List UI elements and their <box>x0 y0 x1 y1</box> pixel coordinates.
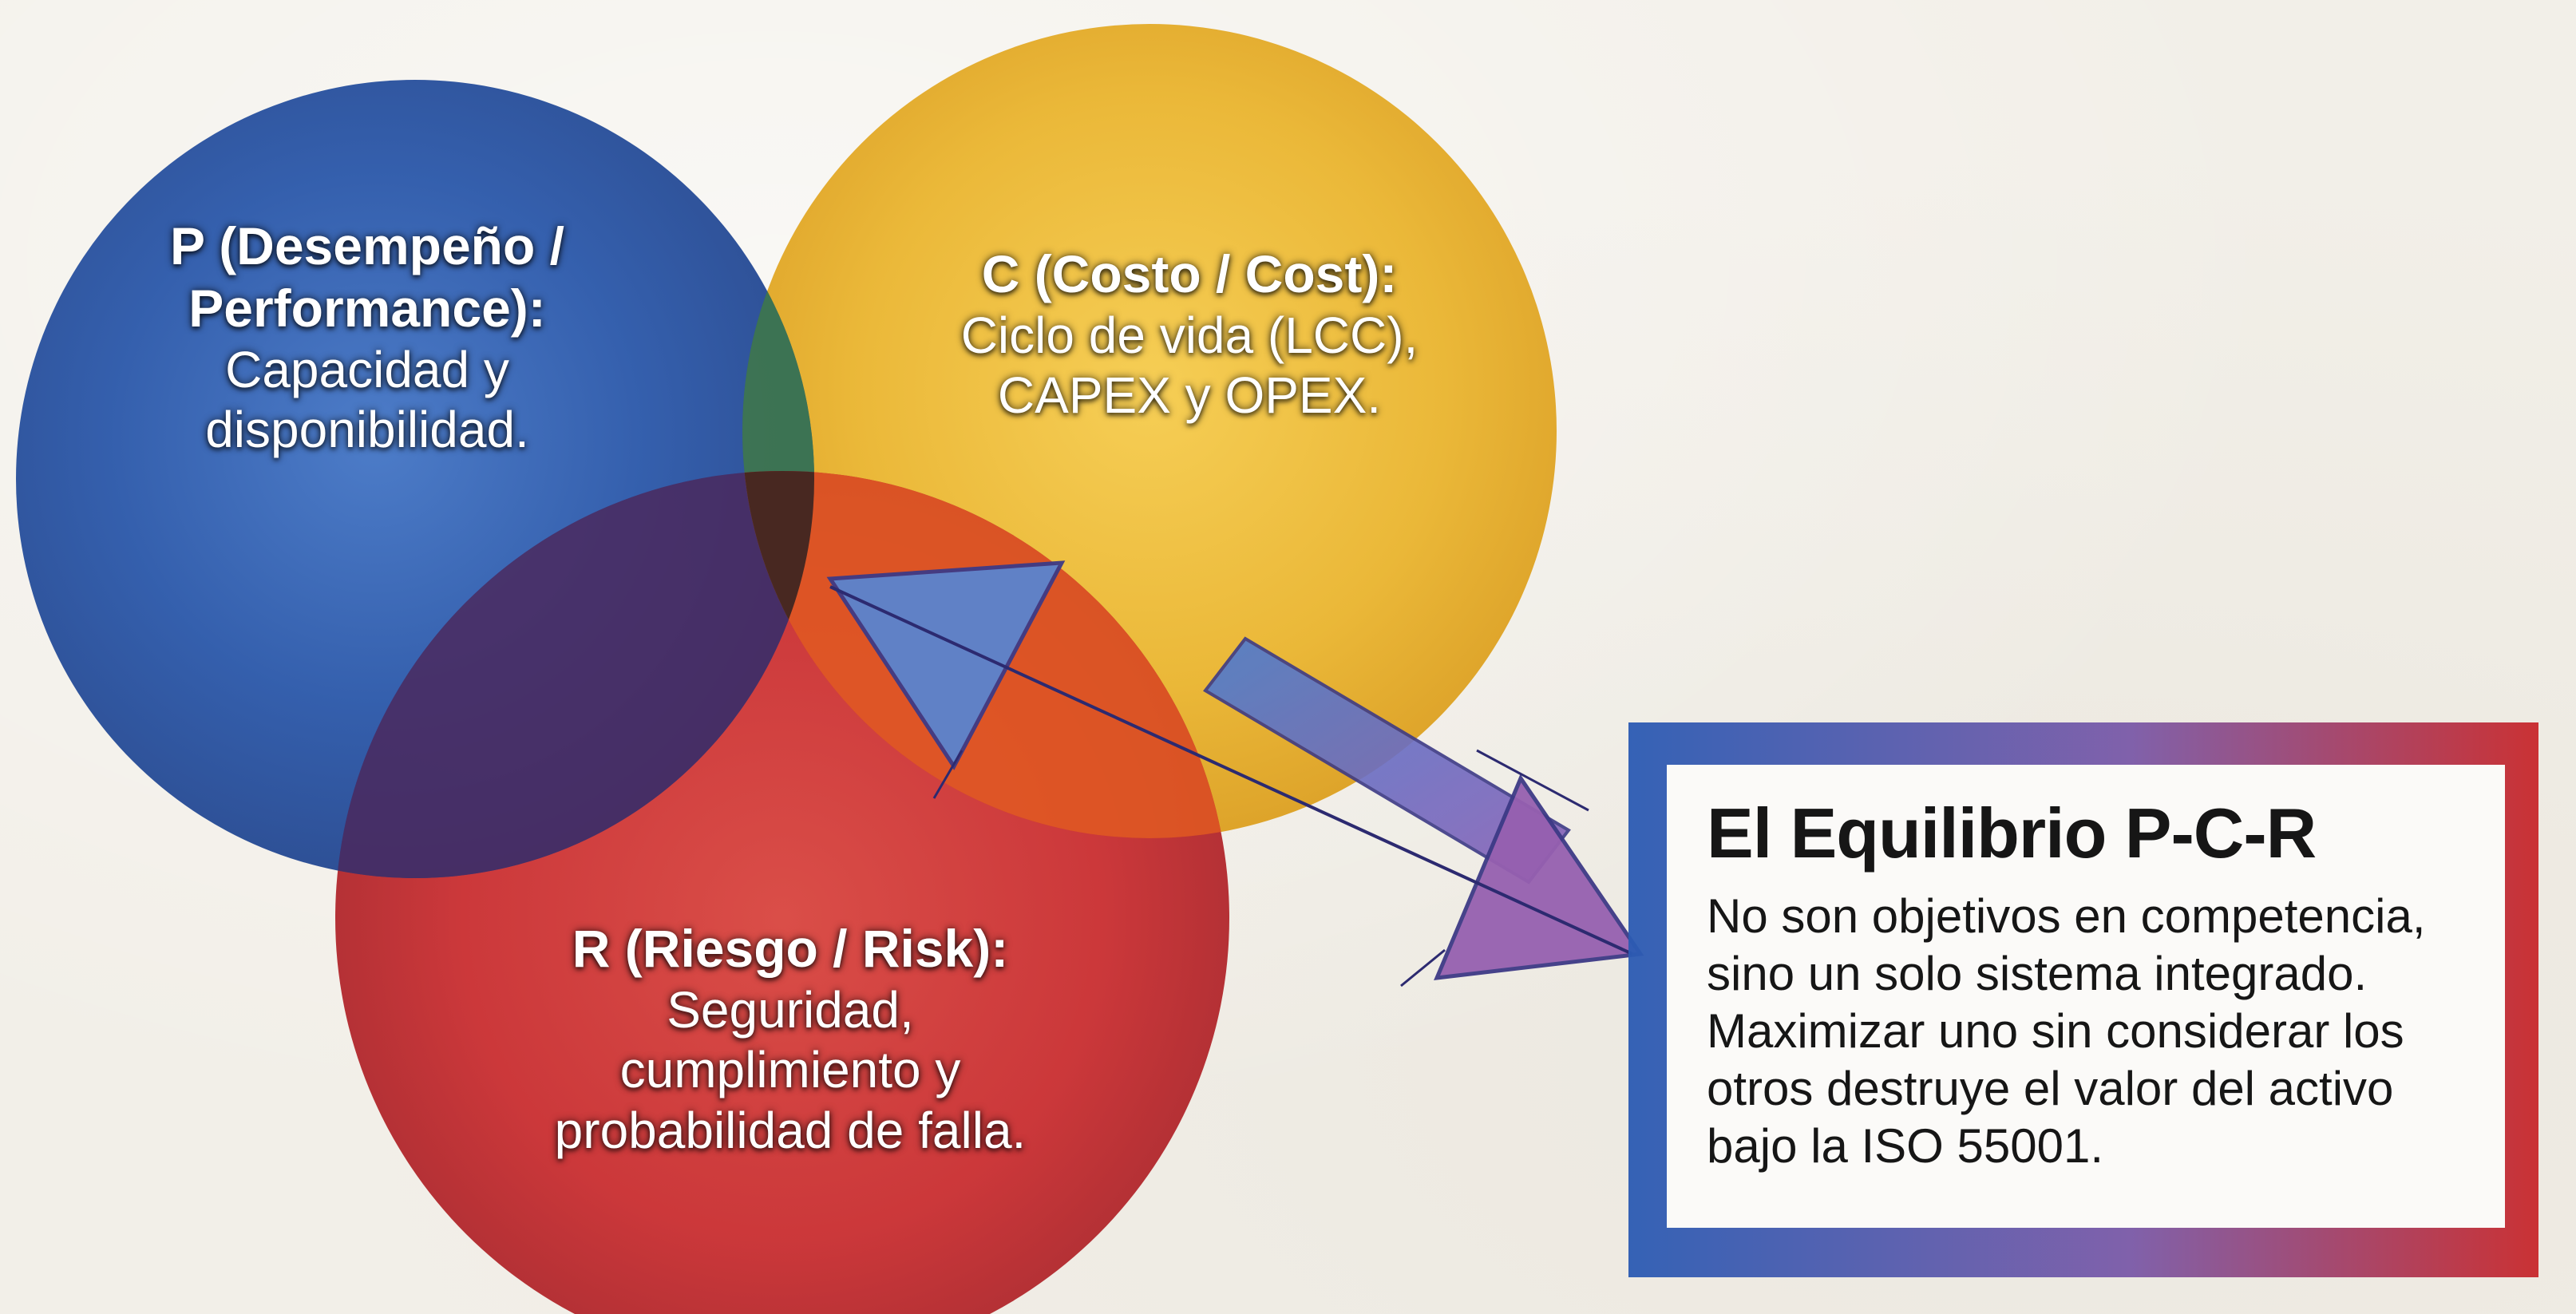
cost-title: C (Costo / Cost): <box>981 244 1398 303</box>
risk-body-line2: cumplimiento y <box>619 1041 961 1099</box>
performance-title: P (Desempeño / <box>170 216 564 275</box>
risk-title: R (Riesgo / Risk): <box>572 919 1009 978</box>
card-title: El Equilibrio P-C-R <box>1707 794 2317 873</box>
card-text-line: bajo la ISO 55001. <box>1707 1119 2104 1173</box>
overlap-performance-risk <box>335 471 814 878</box>
risk-body-line1: Seguridad, <box>667 980 914 1039</box>
overlap-cost-risk <box>742 471 1229 838</box>
cost-label: C (Costo / Cost): Ciclo de vida (LCC), C… <box>902 243 1477 426</box>
card-text-line: Maximizar uno sin considerar los <box>1707 1004 2404 1059</box>
card-text-line: sino un solo sistema integrado. <box>1707 947 2368 1001</box>
risk-label: R (Riesgo / Risk): Seguridad, cumplimien… <box>511 918 1070 1161</box>
card-text-line: No son objetivos en competencia, <box>1707 889 2426 944</box>
cost-body-line2: CAPEX y OPEX. <box>997 366 1382 425</box>
performance-body-line1: Capacidad y <box>225 340 509 398</box>
risk-body-line3: probabilidad de falla. <box>554 1101 1027 1159</box>
card-text-line: otros destruye el valor del activo <box>1707 1062 2394 1116</box>
cost-body-line1: Ciclo de vida (LCC), <box>960 306 1419 364</box>
performance-body-line2: disponibilidad. <box>205 401 529 459</box>
equilibrium-card: El Equilibrio P-C-R No son objetivos en … <box>1667 765 2505 1228</box>
performance-label: P (Desempeño / Performance): Capacidad y… <box>128 216 607 461</box>
double-arrow-icon <box>826 560 1644 987</box>
performance-title-line2: Performance): <box>188 278 546 338</box>
